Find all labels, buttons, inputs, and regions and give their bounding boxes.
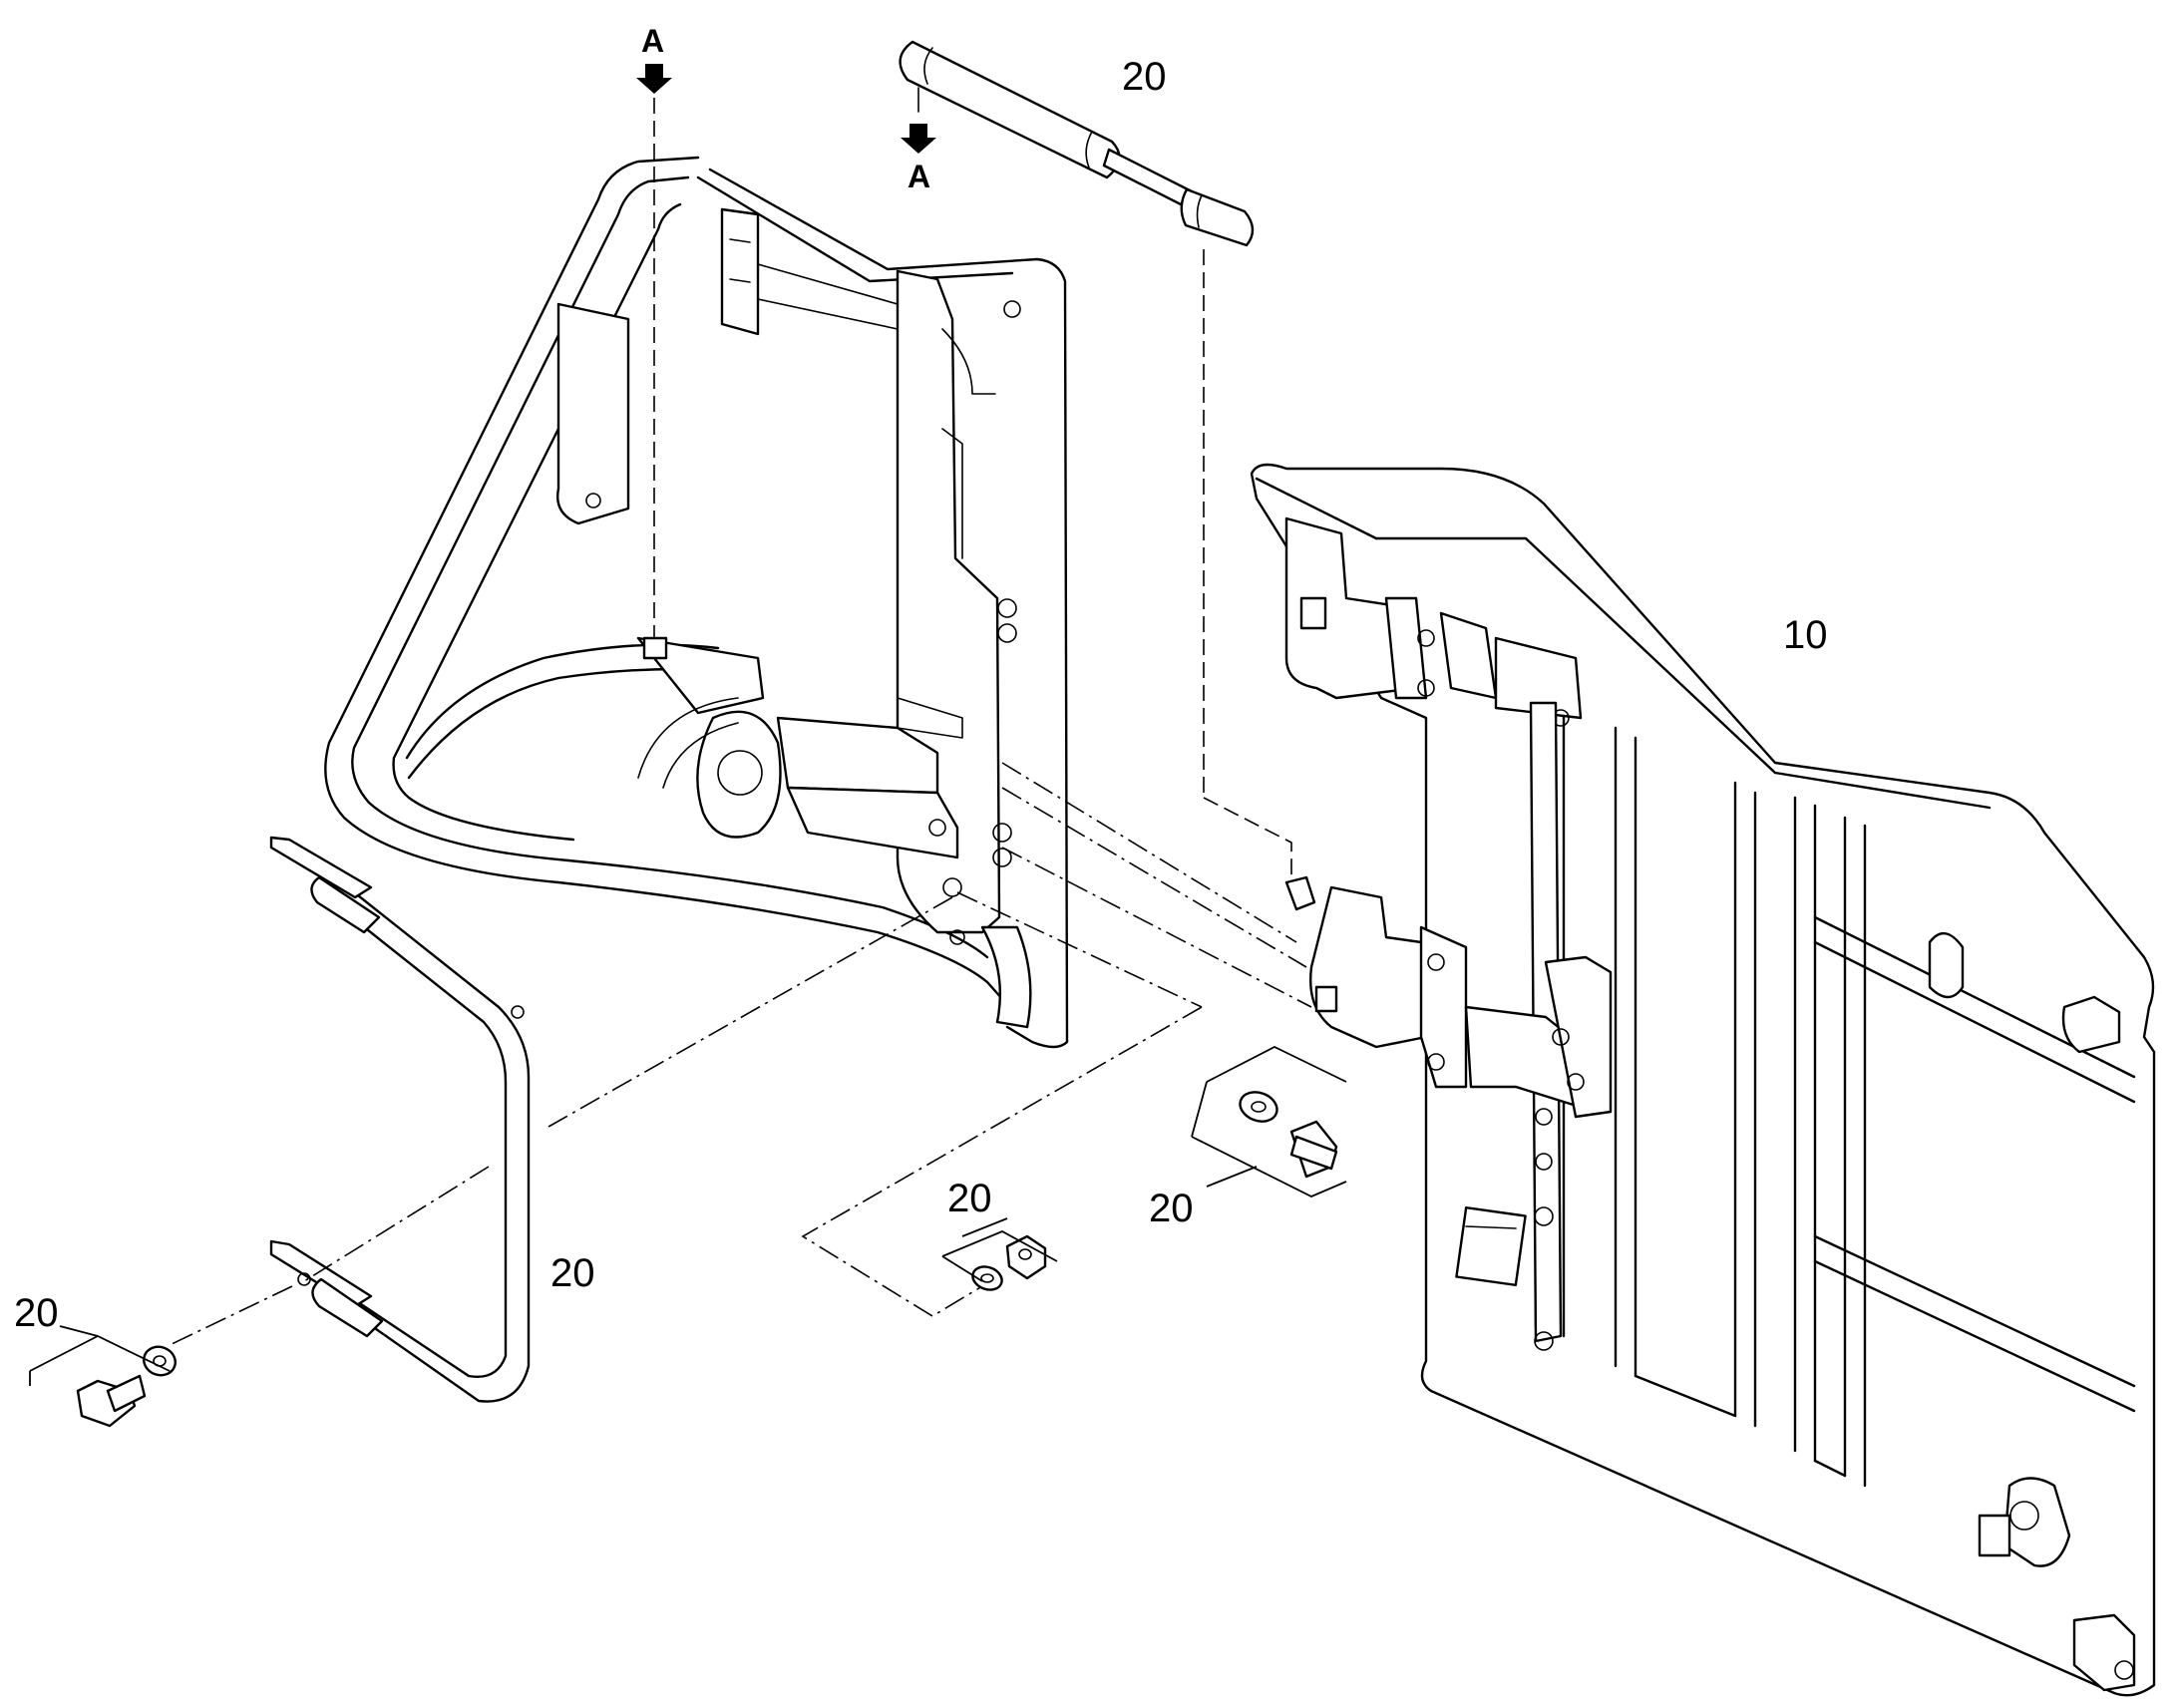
view-marker-left-label: A xyxy=(641,23,664,59)
view-marker-left: A xyxy=(636,23,672,638)
nut-washer-hardware xyxy=(941,1217,1058,1291)
hinge-hardware xyxy=(1191,1045,1347,1197)
callout-gas-spring: 20 xyxy=(1122,55,1167,99)
assembly-leaders xyxy=(167,762,1312,1347)
view-marker-right: A xyxy=(901,87,936,194)
callout-hinge-hardware: 20 xyxy=(1149,1187,1194,1230)
view-marker-right-label: A xyxy=(908,159,930,194)
handle-hardware xyxy=(29,1325,177,1428)
door-panel xyxy=(1250,463,2156,1697)
callout-handle-hardware: 20 xyxy=(14,1291,59,1335)
callout-door-panel: 10 xyxy=(1783,613,1828,657)
support-frame xyxy=(324,156,1069,1049)
u-handle xyxy=(269,836,531,1403)
callout-handle: 20 xyxy=(550,1251,595,1295)
view-arrow-left-icon xyxy=(636,64,672,94)
gas-spring xyxy=(899,40,1255,798)
callout-nut-washer: 20 xyxy=(947,1177,992,1220)
view-arrow-right-icon xyxy=(901,124,936,154)
